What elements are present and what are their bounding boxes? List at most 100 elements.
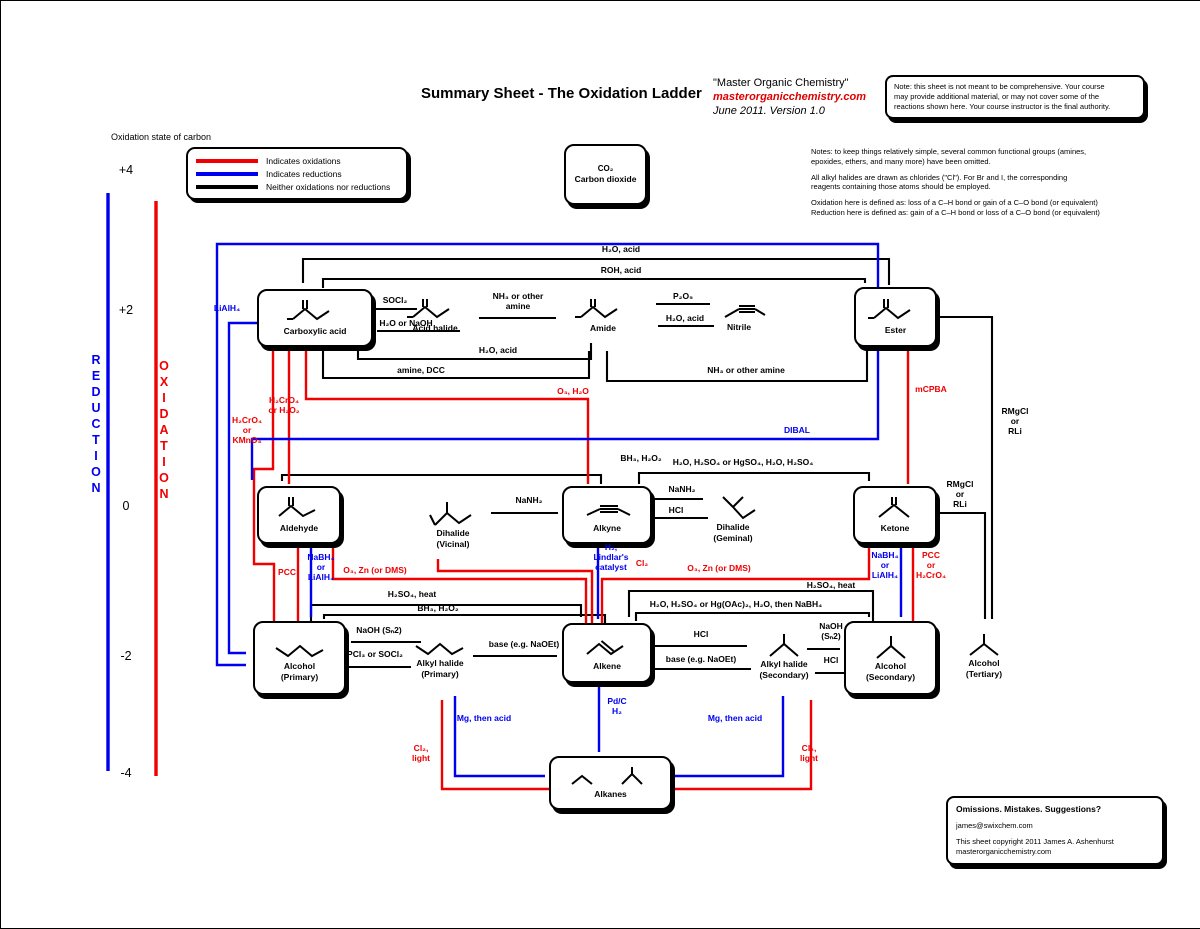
tick-plus4: +4 (118, 163, 134, 177)
reagent-label: H₂, Lindlar's catalyst (593, 542, 629, 573)
compound-label: Amide (590, 323, 616, 334)
primary-alkyl-halide-structure-icon (415, 643, 464, 656)
compound-alcohol-secondary: Alcohol (Secondary) (844, 621, 937, 695)
legend-neither: Neither oxidations nor reductions (196, 180, 398, 193)
compound-acid-halide: Acid halide (393, 293, 477, 339)
compound-label: Alcohol (Tertiary) (965, 658, 1003, 679)
compound-label: Carbon dioxide (574, 174, 637, 185)
reagent-label: H₂SO₄, heat (387, 589, 437, 599)
page-title: Summary Sheet - The Oxidation Ladder (421, 85, 702, 102)
arrow-mg-acid-right (672, 696, 785, 778)
reagent-label: RMgCl or RLi (946, 479, 974, 510)
reagent-label: RMgCl or RLi (1001, 406, 1029, 437)
compound-ketone: Ketone (853, 486, 937, 544)
reagent-label: HCl (693, 629, 709, 639)
compound-label: Alkyl halide (Secondary) (759, 659, 809, 680)
reagent-label: NH₃ or other amine (492, 291, 544, 312)
reagent-label: PCl₃ or SOCl₂ (347, 649, 403, 659)
arrow-rmgcl-ester (933, 315, 994, 619)
compound-alcohol-primary: Alcohol (Primary) (253, 621, 346, 695)
reagent-label: O₃, Zn (or DMS) (343, 565, 407, 575)
reagent-label: H₂O, acid (601, 244, 641, 254)
note-definitions: Oxidation here is defined as: loss of a … (811, 198, 1100, 217)
aldehyde-structure-icon (278, 497, 316, 518)
contact-heading: Omissions. Mistakes. Suggestions? (956, 804, 1102, 814)
nitrile-structure-icon (724, 305, 766, 319)
compound-dihalide-vicinal: Dihalide (Vicinal) (413, 489, 493, 559)
co2-formula: CO₂ (597, 164, 614, 174)
arrow-h2cro4-kmno4 (252, 351, 276, 621)
reagent-label: BH₃, H₂O₂ (620, 453, 662, 463)
arrow-ester-hydrolysis (301, 257, 891, 285)
reagent-label: amine, DCC (397, 365, 445, 375)
ketone-structure-icon (878, 497, 910, 519)
reagent-label: PCC (278, 567, 296, 577)
arrow-alkyne-hydroboration (280, 473, 603, 484)
reagent-label: NaOH (Sₙ2) (819, 621, 843, 642)
reduction-axis-label: REDUCTION (89, 353, 103, 497)
compound-alkene: Alkene (562, 623, 652, 683)
tick-zero: 0 (122, 499, 130, 513)
compound-aldehyde: Aldehyde (257, 486, 341, 544)
compound-alkanes: Alkanes (549, 756, 672, 810)
arrow-amide-hydrolysis (356, 343, 593, 361)
arrow-oxymercuration (634, 611, 871, 621)
compound-alcohol-tertiary: Alcohol (Tertiary) (943, 623, 1025, 687)
reagent-label: Mg, then acid (707, 713, 763, 723)
reagent-label: Cl₂, light (412, 743, 430, 764)
disclaimer-note-box: Note: this sheet is not meant to be comp… (885, 75, 1145, 120)
arrow-lialh4-ester (215, 242, 880, 667)
primary-alcohol-structure-icon (274, 645, 323, 658)
reagent-label: H₂O, acid (665, 313, 705, 323)
brand-version: June 2011. Version 1.0 (713, 104, 825, 117)
compound-label: Ketone (880, 523, 910, 534)
tick-minus2: -2 (120, 649, 132, 663)
reagent-label: mCPBA (915, 384, 947, 394)
arrow-ozonolysis-ketone (600, 546, 871, 623)
alkanes-structure-icon (570, 767, 643, 786)
reagent-label: BH₃, H₂O₂ (417, 603, 459, 613)
arrow-dibal (250, 345, 880, 480)
legend-label: Indicates reductions (266, 168, 342, 179)
arrow-cl2-light-right (668, 700, 813, 791)
reagent-label: H₂O, H₂SO₄ or HgSO₄, H₂O, H₂SO₄ (672, 457, 814, 467)
reagent-label: H₂SO₄, heat (806, 580, 856, 590)
reagent-label: O₃, H₂O (557, 386, 589, 396)
carboxylic-acid-structure-icon (287, 300, 330, 321)
compound-alkyl-halide-primary: Alkyl halide (Primary) (397, 625, 483, 687)
axis-caption: Oxidation state of carbon (111, 132, 212, 142)
reagent-label: Pd/C H₂ (607, 696, 627, 717)
arrow-cl2-vicinal (436, 559, 594, 623)
arrow-fischer-esterification (321, 277, 867, 288)
compound-amide: Amide (561, 293, 645, 339)
compound-label: Nitrile (726, 322, 752, 333)
legend-oxidations: Indicates oxidations (196, 154, 398, 167)
blue-line-swatch (196, 171, 258, 176)
reagent-label: H₂CrO₄ or H₂O₂ (268, 395, 300, 416)
reagent-label: NaNH₂ (668, 484, 696, 494)
tick-minus4: -4 (120, 766, 132, 780)
compound-carboxylic-acid: Carboxylic acid (257, 289, 373, 347)
reagent-label: NaBH₄ or LiAlH₄ (307, 552, 335, 583)
reagent-label: SOCl₂ (382, 295, 408, 305)
oxidation-axis-label: OXIDATION (157, 359, 171, 503)
arrow-ozonolysis-aldehyde (331, 545, 588, 623)
arrow-ester-to-amide (605, 347, 869, 383)
brand-site: masterorganicchemistry.com (713, 90, 867, 103)
compound-label: Carboxylic acid (283, 326, 347, 337)
tertiary-alcohol-structure-icon (969, 634, 999, 657)
vicinal-dihalide-structure-icon (429, 502, 472, 527)
ester-structure-icon (867, 299, 911, 320)
arrow-amine-dcc (321, 347, 591, 380)
arrow-alkyne-hydration (637, 471, 871, 484)
alkene-structure-icon (586, 640, 624, 656)
compound-label: Alcohol (Secondary) (865, 661, 916, 682)
reagent-label: base (e.g. NaOEt) (665, 654, 737, 664)
tick-plus2: +2 (118, 303, 134, 317)
alkyne-structure-icon (586, 505, 631, 517)
red-line-swatch (196, 158, 258, 163)
compound-alkyl-halide-secondary: Alkyl halide (Secondary) (741, 625, 827, 687)
legend-box: Indicates oxidations Indicates reduction… (186, 147, 408, 200)
